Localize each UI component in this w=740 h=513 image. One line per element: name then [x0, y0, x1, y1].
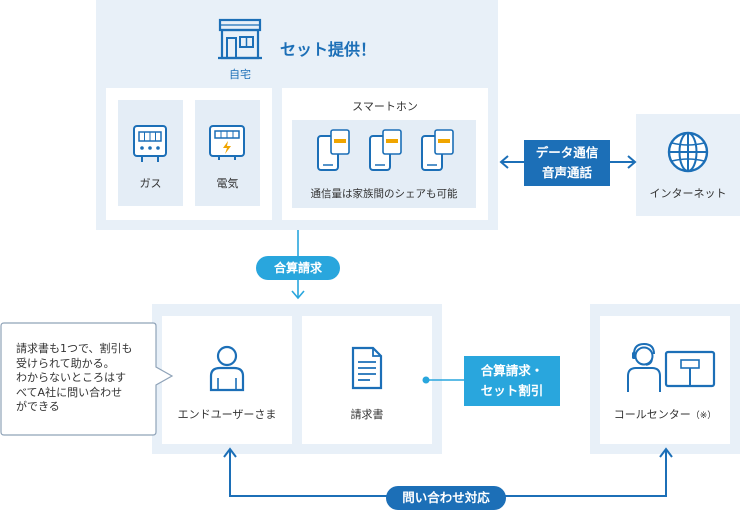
- house-icon: [218, 18, 262, 60]
- electric-meter-icon: [209, 125, 245, 160]
- smartphone-icons: [317, 129, 454, 171]
- set-discount-box: 合算請求・ セット割引: [464, 356, 560, 406]
- smartphone-icon: [369, 129, 402, 171]
- speech-text: 請求書も1つで、割引も 受けられて助かる。 わからないところはす べてA社に問い…: [16, 342, 156, 415]
- call-center-name: コールセンター: [613, 408, 691, 421]
- internet-label: インターネット: [649, 187, 727, 200]
- home-label: 自宅: [229, 68, 251, 81]
- end-user-label: エンドユーザーさま: [177, 408, 277, 421]
- data-voice-line1: データ通信: [535, 145, 599, 160]
- inquiry-badge: 問い合わせ対応: [386, 486, 506, 510]
- speech-line: 請求書も1つで、割引も: [16, 342, 133, 355]
- call-center-note: （※）: [690, 411, 717, 421]
- gas-label: ガス: [139, 177, 162, 190]
- discount-connector: [422, 376, 470, 384]
- smartphone-caption: 通信量は家族間のシェアも可能: [310, 188, 458, 200]
- speech-bubble: [0, 322, 174, 436]
- home-title: セット提供！: [280, 40, 377, 59]
- speech-line: ができる: [16, 400, 60, 413]
- operator-icon: [627, 342, 716, 392]
- data-voice-line2: 音声通話: [541, 165, 592, 180]
- data-voice-box: データ通信 音声通話: [524, 140, 610, 186]
- person-icon: [209, 345, 245, 392]
- smartphone-icon: [421, 129, 454, 171]
- smartphone-title: スマートホン: [352, 100, 418, 113]
- globe-icon: [667, 131, 709, 173]
- document-icon: [351, 346, 383, 390]
- invoice-label: 請求書: [350, 408, 384, 421]
- set-discount-line2: セット割引: [480, 383, 544, 398]
- gas-meter-icon: [133, 125, 167, 162]
- smartphone-icon: [317, 129, 350, 171]
- set-discount-line1: 合算請求・: [480, 363, 544, 378]
- speech-line: わからないところはす: [16, 371, 126, 384]
- speech-line: 受けられて助かる。: [16, 356, 115, 370]
- speech-line: べてA社に問い合わせ: [16, 385, 123, 399]
- electric-label: 電気: [216, 177, 239, 190]
- call-center-label: コールセンター（※）: [600, 406, 730, 422]
- combined-billing-badge: 合算請求: [256, 256, 340, 280]
